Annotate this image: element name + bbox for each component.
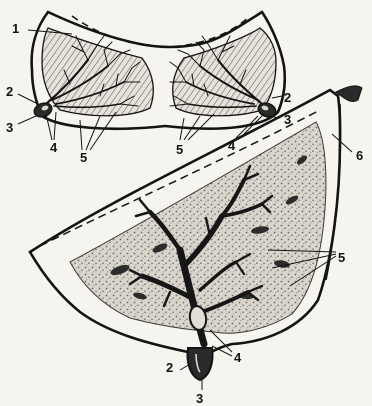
label-2-right: 2 [284,90,291,105]
top-cross-section [18,12,285,150]
bottom-nipple [188,348,213,380]
label-5-right: 5 [176,142,183,157]
label-4-bottom: 4 [234,350,242,365]
label-5-left: 5 [80,150,87,165]
label-4-left: 4 [50,140,58,155]
label-5-bottom: 5 [338,250,345,265]
label-2-bottom: 2 [166,360,173,375]
label-3-left: 3 [6,120,13,135]
label-2-left: 2 [6,84,13,99]
label-6: 6 [356,148,363,163]
label-3-bottom: 3 [196,391,203,406]
label-4-right: 4 [228,138,236,153]
label-3-right: 3 [284,112,291,127]
label-1: 1 [12,21,19,36]
